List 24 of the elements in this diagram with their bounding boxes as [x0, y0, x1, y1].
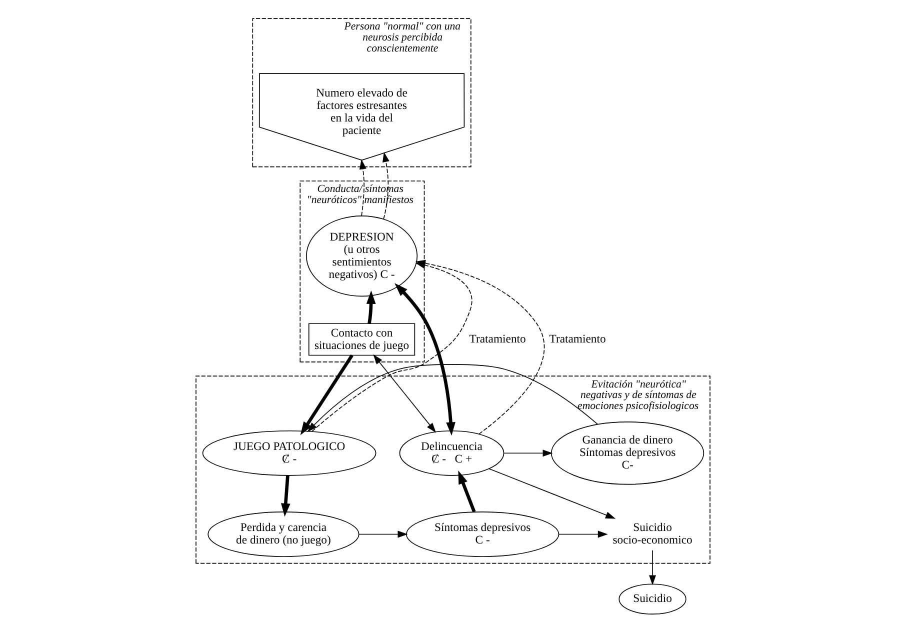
- arrow: [648, 550, 656, 586]
- arrow: [394, 283, 455, 436]
- node-ellipse: Suicidio: [618, 584, 686, 615]
- node-ellipse: Ganancia de dinero Síntomas depresivos C-: [550, 422, 704, 485]
- node-ellipse: Perdida y carencia de dinero (no juego): [207, 512, 359, 557]
- edge-label: Tratamiento: [468, 332, 526, 346]
- node-box: Contacto con situaciones de juego: [308, 323, 415, 356]
- arrow: [306, 364, 598, 432]
- arrow: [382, 152, 389, 220]
- node-ellipse: JUEGO PATOLOGICO Ȼ -: [202, 430, 376, 476]
- node-ellipse: Síntomas depresivos C -: [405, 512, 559, 557]
- node-ellipse: Delincuencia Ȼ - C +: [398, 430, 504, 476]
- node-text: Suicidio socio-economico: [612, 521, 692, 547]
- arrow: [358, 530, 408, 538]
- edge-label: Tratamiento: [548, 332, 606, 346]
- arrow: [358, 159, 366, 216]
- arrow: [488, 468, 616, 519]
- arrow: [502, 450, 552, 457]
- arrow: [372, 354, 436, 433]
- arrow: [300, 354, 353, 436]
- arrow: [280, 476, 290, 517]
- arrow: [366, 290, 376, 324]
- arrow: [558, 530, 608, 538]
- arrow: [458, 470, 476, 512]
